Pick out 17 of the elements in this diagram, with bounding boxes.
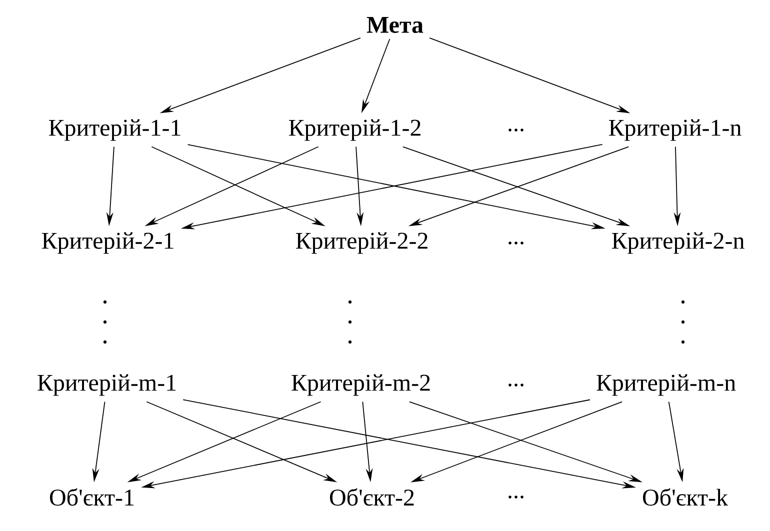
criterion-label: Критерій-m-1 [38, 374, 176, 396]
object-label: Об'єкт-k [643, 488, 728, 506]
criterion-label: Критерій-m-2 [292, 374, 430, 396]
ellipsis: ... [508, 128, 524, 132]
criterion-label: Критерій-m-n [596, 374, 736, 396]
criterion-label: Критерій-1-1 [48, 119, 180, 141]
criterion-label: Критерій-1-n [608, 119, 742, 141]
ellipsis: ... [508, 496, 524, 498]
object-label: Об'єкт-1 [50, 488, 134, 506]
ellipsis: ... [508, 384, 524, 386]
ellipsis: ... [508, 242, 524, 244]
goal-label: Мета [366, 17, 424, 33]
criterion-label: Критерій-1-2 [288, 119, 420, 141]
criterion-label: Критерій-2-2 [296, 232, 428, 254]
criterion-label: Критерій-2-1 [42, 232, 174, 254]
object-label: Об'єкт-2 [330, 488, 414, 506]
criterion-label: Критерій-2-n [612, 232, 744, 254]
